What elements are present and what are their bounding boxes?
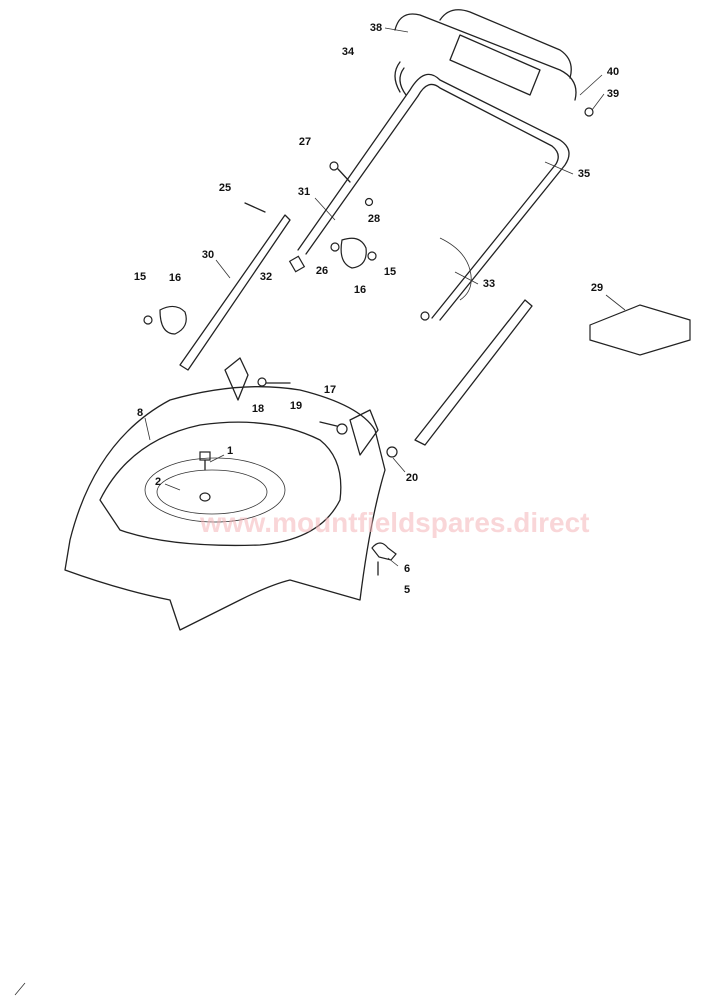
- callout-6: 6: [404, 563, 410, 575]
- callout-15: 15: [134, 271, 146, 283]
- callout-8: 8: [137, 407, 143, 419]
- callout-40: 40: [607, 66, 619, 78]
- callout-31: 31: [298, 186, 310, 198]
- callout-2: 2: [155, 476, 161, 488]
- callout-34: 34: [342, 46, 355, 58]
- upper-handle: [297, 9, 577, 321]
- callout-28: 28: [368, 213, 380, 225]
- callout-1: 1: [227, 445, 233, 457]
- callout-29: 29: [591, 282, 603, 294]
- small-parts: [143, 107, 691, 576]
- watermark-text: www.mountfieldspares.direct: [199, 507, 589, 538]
- callout-35: 35: [578, 168, 590, 180]
- callout-30: 30: [202, 249, 214, 261]
- callout-labels: 38 34 40 39 27 35 25 31 28 30 32 26 16 1…: [134, 22, 619, 596]
- callout-19: 19: [290, 400, 302, 412]
- callout-27: 27: [299, 136, 311, 148]
- lower-handle-bars: [179, 214, 533, 446]
- callout-17: 17: [324, 384, 336, 396]
- callout-33: 33: [483, 278, 495, 290]
- callout-38: 38: [370, 22, 382, 34]
- callout-32: 32: [260, 271, 272, 283]
- callout-18: 18: [252, 403, 264, 415]
- leader-lines: [144, 27, 626, 567]
- callout-15: 15: [384, 266, 396, 278]
- callout-39: 39: [607, 88, 619, 100]
- corner-mark: [14, 982, 26, 996]
- callout-16: 16: [354, 284, 366, 296]
- callout-20: 20: [406, 472, 418, 484]
- callout-25: 25: [219, 182, 231, 194]
- callout-26: 26: [316, 265, 328, 277]
- mower-deck: [64, 357, 386, 631]
- callout-5: 5: [404, 584, 410, 596]
- callout-16: 16: [169, 272, 181, 284]
